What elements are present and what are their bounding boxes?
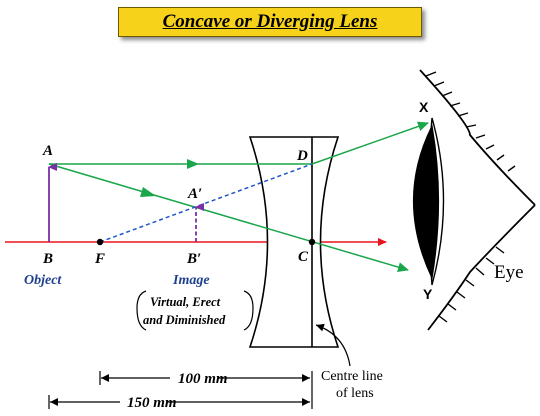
note-bracket-right <box>243 290 254 331</box>
label-x: X <box>419 99 429 115</box>
label-f: F <box>94 251 105 267</box>
object-distance-label: 150 mm <box>127 395 177 411</box>
eye-lower-lid <box>427 204 536 331</box>
label-image: Image <box>172 273 210 288</box>
central-ray-arrowhead <box>140 187 156 197</box>
eye-upper-lid <box>419 69 536 206</box>
focal-distance-label-bg <box>170 370 218 386</box>
image-note-line-2: and Diminished <box>143 313 226 327</box>
centre-line-note-line-2: of lens <box>336 386 374 401</box>
eyelashes <box>425 71 516 323</box>
focal-point-dot <box>96 238 104 246</box>
centre-line-note-line-1: Centre line <box>321 369 383 384</box>
label-b: B <box>42 251 53 267</box>
centre-line-pointer <box>315 323 351 367</box>
label-b-prime: B′ <box>186 251 201 267</box>
parallel-ray-arrowhead <box>187 159 199 169</box>
title-banner: Concave or Diverging Lens <box>118 7 422 37</box>
eye-pupil <box>413 124 440 280</box>
label-d: D <box>296 148 308 164</box>
concave-lens <box>248 136 340 348</box>
focal-distance-label: 100 mm <box>178 371 228 387</box>
optical-centre-dot <box>308 238 316 246</box>
note-bracket-left <box>136 290 147 331</box>
object-distance-label-bg <box>120 394 168 410</box>
label-object: Object <box>24 273 62 288</box>
image-note-line-1: Virtual, Erect <box>150 295 221 309</box>
label-eye: Eye <box>494 262 524 283</box>
virtual-ray <box>99 163 313 243</box>
label-a-prime: A′ <box>187 186 202 202</box>
refracted-ray-to-x <box>311 121 429 165</box>
label-y: Y <box>423 286 433 302</box>
eye-drawing <box>413 69 536 331</box>
label-c: C <box>298 249 309 265</box>
label-a: A <box>42 143 53 159</box>
diagram-title: Concave or Diverging Lens <box>162 11 378 32</box>
central-ray <box>48 163 409 272</box>
